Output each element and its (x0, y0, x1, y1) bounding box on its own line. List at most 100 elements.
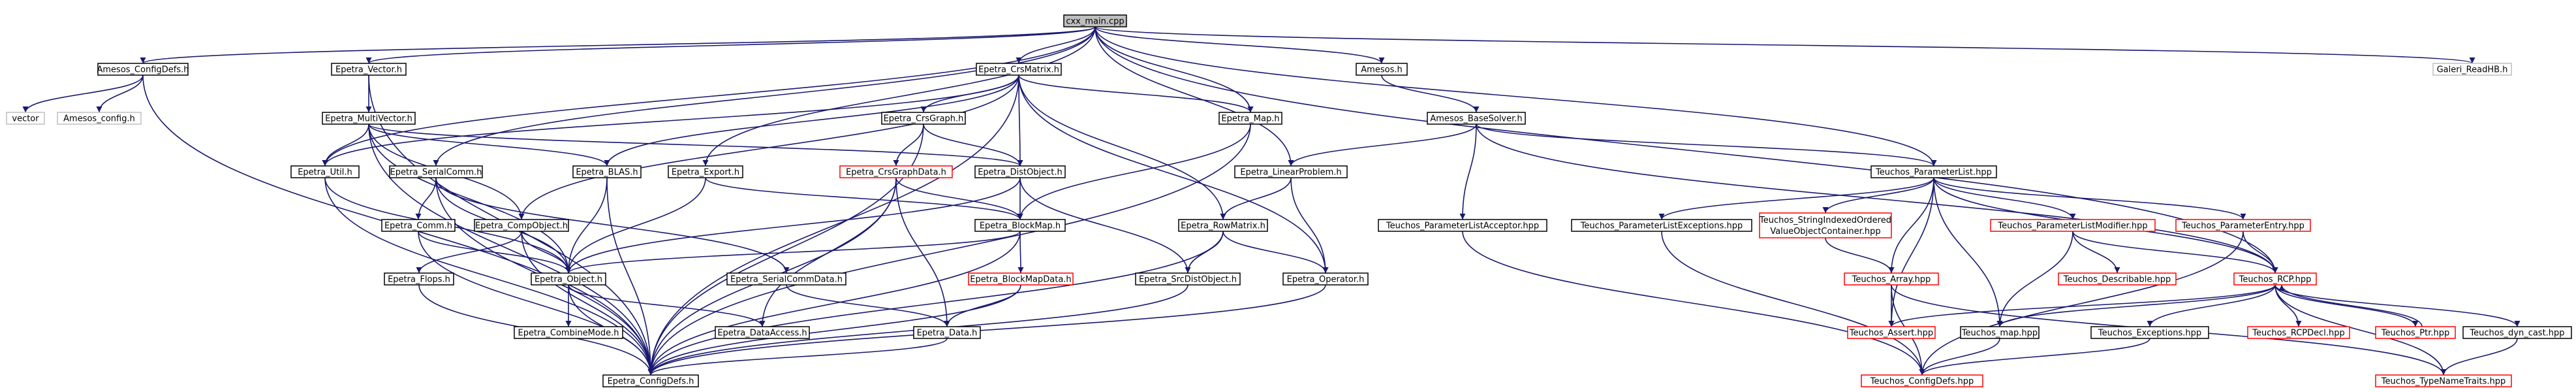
node-amesos[interactable]: Amesos.h (1356, 63, 1408, 76)
node-label: Epetra_DataAccess.h (717, 329, 807, 338)
node-label: Epetra_CrsGraphData.h (846, 168, 946, 178)
node-amesos-basesolver[interactable]: Amesos_BaseSolver.h (1427, 112, 1526, 125)
node-teuchos-describable[interactable]: Teuchos_Describable.hpp (2058, 272, 2177, 286)
node-epetra-crsgraphdata[interactable]: Epetra_CrsGraphData.h (839, 165, 953, 178)
node-epetra-compobject[interactable]: Epetra_CompObject.h (474, 219, 569, 232)
node-epetra-distobject[interactable]: Epetra_DistObject.h (974, 165, 1066, 178)
node-label: Teuchos_Describable.hpp (2063, 275, 2171, 285)
edge-teuchos-parameterlistexceptions-to-teuchos-configdefs (1661, 231, 1925, 376)
edge-path (647, 74, 1019, 376)
node-epetra-crsgraph[interactable]: Epetra_CrsGraph.h (881, 112, 966, 125)
edge-teuchos-rcp-to-teuchos-dyn-cast (2274, 284, 2521, 327)
edge-epetra-crsgraph-to-epetra-distobject (923, 123, 1023, 167)
node-label: Epetra_Export.h (672, 168, 739, 178)
edge-cxx-main-to-teuchos-rcp (1094, 26, 2278, 274)
node-label: Teuchos_ParameterListExceptions.hpp (1580, 221, 1743, 231)
node-teuchos-ptr[interactable]: Teuchos_Ptr.hpp (2375, 326, 2456, 339)
edge-epetra-multivector-to-epetra-distobject (368, 123, 1023, 167)
node-teuchos-dyn-cast[interactable]: Teuchos_dyn_cast.hpp (2462, 326, 2572, 339)
node-epetra-dataaccess[interactable]: Epetra_DataAccess.h (715, 326, 810, 339)
node-box (514, 326, 623, 339)
node-epetra-rowmatrix[interactable]: Epetra_RowMatrix.h (1178, 219, 1268, 232)
node-epetra-srcdistobject[interactable]: Epetra_SrcDistObject.h (1135, 272, 1241, 286)
edge-path (565, 177, 608, 274)
node-epetra-export[interactable]: Epetra_Export.h (668, 165, 743, 178)
edge-path (1017, 231, 1024, 274)
node-box (381, 219, 456, 232)
node-teuchos-map[interactable]: Teuchos_map.hpp (1960, 326, 2040, 339)
node-epetra-multivector[interactable]: Epetra_MultiVector.h (322, 112, 416, 125)
node-epetra-linearproblem[interactable]: Epetra_LinearProblem.h (1234, 165, 1348, 178)
node-epetra-flops[interactable]: Epetra_Flops.h (384, 272, 454, 286)
node-epetra-blas[interactable]: Epetra_BLAS.h (572, 165, 642, 178)
node-teuchos-array[interactable]: Teuchos_Array.hpp (1844, 272, 1939, 286)
node-label: Epetra_Data.h (917, 329, 978, 338)
edge-epetra-compobject-to-epetra-flops (416, 231, 522, 274)
edge-path (415, 177, 437, 220)
node-epetra-object[interactable]: Epetra_Object.h (531, 272, 606, 286)
edge-path (895, 177, 1023, 220)
edge-path (1094, 26, 1937, 167)
edge-path (1094, 26, 2475, 64)
node-box (384, 272, 454, 286)
edge-cxx-main-to-epetra-serialcomm (433, 26, 1096, 167)
node-teuchos-typenametraits[interactable]: Teuchos_TypeNameTraits.hpp (2375, 374, 2512, 387)
edge-path (322, 123, 369, 167)
edge-path (1094, 26, 1385, 64)
node-teuchos-exceptions[interactable]: Teuchos_Exceptions.hpp (2090, 326, 2209, 339)
node-teuchos-parameterlistacceptor[interactable]: Teuchos_ParameterListAcceptor.hpp (1378, 219, 1547, 232)
edge-path (2274, 284, 2447, 376)
node-epetra-serialcommdata[interactable]: Epetra_SerialCommData.h (726, 272, 846, 286)
node-epetra-crsmatrix[interactable]: Epetra_CrsMatrix.h (976, 63, 1062, 76)
node-teuchos-parameterlistmodifier[interactable]: Teuchos_ParameterListModifier.hpp (1990, 219, 2156, 232)
edge-path (1018, 74, 1254, 113)
edge-path (140, 26, 1096, 64)
edge-epetra-operator-to-epetra-configdefs (647, 284, 1326, 376)
node-teuchos-rcpdecl[interactable]: Teuchos_RCPDecl.hpp (2247, 326, 2350, 339)
node-cxx-main[interactable]: cxx_main.cpp (1063, 14, 1127, 27)
node-epetra-vector[interactable]: Epetra_Vector.h (331, 63, 407, 76)
node-epetra-combinemode[interactable]: Epetra_CombineMode.h (514, 326, 623, 339)
edge-path (1094, 26, 2278, 274)
edge-teuchos-rcp-to-teuchos-typenametraits (2274, 284, 2447, 376)
node-amesos-configdefs[interactable]: Amesos_ConfigDefs.h (97, 63, 189, 76)
edge-path (944, 284, 1021, 327)
node-teuchos-stringindexed[interactable]: Teuchos_StringIndexedOrderedValueObjectC… (1759, 212, 1892, 238)
edge-path (604, 74, 1019, 167)
node-teuchos-parameterlistexceptions[interactable]: Teuchos_ParameterListExceptions.hpp (1571, 219, 1752, 232)
node-epetra-serialcomm[interactable]: Epetra_SerialComm.h (389, 165, 483, 178)
edge-path (368, 123, 572, 274)
node-label: Epetra_Map.h (1221, 114, 1279, 124)
edge-teuchos-parameterlist-to-teuchos-array (1888, 177, 1934, 274)
edge-path (521, 231, 654, 376)
edge-path (1822, 177, 1934, 214)
edge-teuchos-parameterentry-to-teuchos-configdefs (1919, 231, 2244, 376)
node-epetra-blockmap[interactable]: Epetra_BlockMap.h (974, 219, 1066, 232)
node-box (602, 374, 699, 387)
edge-path (1462, 231, 1925, 376)
node-epetra-comm[interactable]: Epetra_Comm.h (381, 219, 456, 232)
node-teuchos-parameterlist[interactable]: Teuchos_ParameterList.hpp (1870, 165, 1997, 178)
node-epetra-configdefs[interactable]: Epetra_ConfigDefs.h (602, 374, 699, 387)
node-epetra-operator[interactable]: Epetra_Operator.h (1282, 272, 1369, 286)
edge-epetra-linearproblem-to-epetra-rowmatrix (1220, 177, 1292, 220)
node-box (1847, 326, 1936, 339)
node-teuchos-assert[interactable]: Teuchos_Assert.hpp (1847, 326, 1936, 339)
node-epetra-blockmapdata[interactable]: Epetra_BlockMapData.h (968, 272, 1074, 286)
node-epetra-util[interactable]: Epetra_Util.h (290, 165, 360, 178)
node-epetra-data[interactable]: Epetra_Data.h (913, 326, 981, 339)
edge-amesos-configdefs-to-vector (22, 74, 144, 113)
edge-teuchos-ptr-to-teuchos-rcp (2278, 284, 2423, 327)
edge-path (96, 74, 144, 113)
node-teuchos-rcp[interactable]: Teuchos_RCP.hpp (2233, 272, 2317, 286)
edge-teuchos-parameterlistmodifier-to-teuchos-describable (2072, 231, 2120, 274)
node-label: Amesos_ConfigDefs.h (97, 65, 189, 75)
edge-path (606, 177, 654, 376)
node-teuchos-parameterentry[interactable]: Teuchos_ParameterEntry.hpp (2175, 219, 2311, 232)
edge-path (1825, 237, 1895, 274)
node-label: Teuchos_ParameterEntry.hpp (2181, 221, 2304, 231)
node-epetra-map[interactable]: Epetra_Map.h (1218, 112, 1282, 125)
node-box (290, 165, 360, 178)
node-teuchos-configdefs[interactable]: Teuchos_ConfigDefs.hpp (1861, 374, 1983, 387)
node-box (976, 63, 1062, 76)
